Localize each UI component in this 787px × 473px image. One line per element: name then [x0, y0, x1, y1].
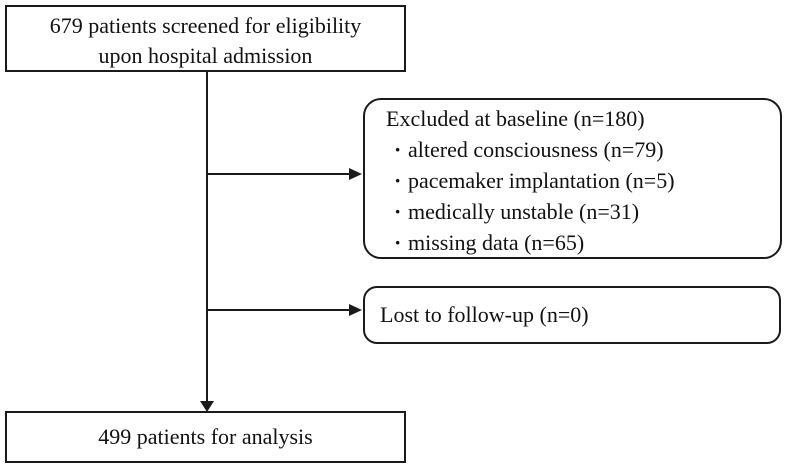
lost-branch-line	[207, 309, 350, 311]
bullet-icon: ·	[394, 168, 402, 193]
bullet-icon: ·	[394, 137, 402, 162]
excluded-item: · altered consciousness (n=79)	[386, 134, 772, 165]
main-flow-line	[206, 72, 208, 402]
screened-line-2: upon hospital admission	[98, 42, 313, 68]
arrowhead-right-icon	[349, 304, 362, 316]
excluded-item-label: altered consciousness (n=79)	[408, 137, 664, 162]
lost-label: Lost to follow-up (n=0)	[380, 302, 589, 327]
excluded-item-label: pacemaker implantation (n=5)	[408, 168, 675, 193]
excluded-item: · medically unstable (n=31)	[386, 196, 772, 227]
excluded-item-label: missing data (n=65)	[408, 230, 585, 255]
arrowhead-down-icon	[200, 401, 214, 412]
screened-line-1: 679 patients screened for eligibility	[49, 12, 362, 38]
screened-box: 679 patients screened for eligibility up…	[5, 5, 406, 72]
bullet-icon: ·	[394, 199, 402, 224]
excluded-item: · missing data (n=65)	[386, 227, 772, 258]
analysis-box: 499 patients for analysis	[5, 411, 406, 463]
excluded-title: Excluded at baseline (n=180)	[386, 106, 645, 131]
analysis-label: 499 patients for analysis	[98, 424, 313, 449]
excluded-item-label: medically unstable (n=31)	[408, 199, 640, 224]
bullet-icon: ·	[394, 230, 402, 255]
arrowhead-right-icon	[349, 168, 362, 180]
lost-to-follow-up-box: Lost to follow-up (n=0)	[363, 286, 781, 344]
excluded-box: Excluded at baseline (n=180) · altered c…	[363, 98, 782, 259]
excluded-item: · pacemaker implantation (n=5)	[386, 165, 772, 196]
excluded-branch-line	[207, 173, 350, 175]
